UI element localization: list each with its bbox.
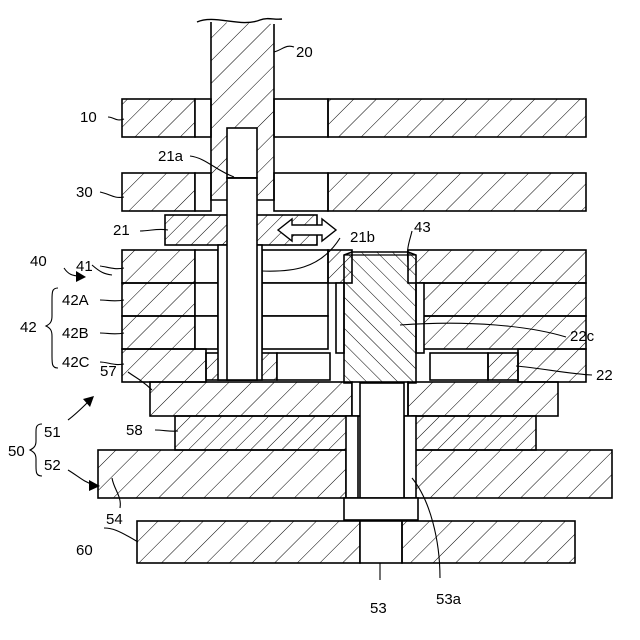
label-57: 57 bbox=[100, 363, 117, 380]
label-53a: 53a bbox=[436, 591, 462, 608]
label-21: 21 bbox=[113, 222, 130, 239]
label-21b: 21b bbox=[350, 229, 375, 246]
label-41: 41 bbox=[76, 258, 93, 275]
label-60: 60 bbox=[76, 542, 93, 559]
label-54: 54 bbox=[106, 511, 123, 528]
label-42B: 42B bbox=[62, 325, 89, 342]
label-22c: 22c bbox=[570, 328, 595, 345]
label-42: 42 bbox=[20, 319, 37, 336]
block-22c bbox=[336, 252, 424, 383]
label-10: 10 bbox=[80, 109, 97, 126]
label-51: 51 bbox=[44, 424, 61, 441]
plate-10 bbox=[122, 99, 586, 137]
label-53: 53 bbox=[370, 600, 387, 617]
label-58: 58 bbox=[126, 422, 143, 439]
label-42C: 42C bbox=[62, 354, 90, 371]
label-20: 20 bbox=[296, 44, 313, 61]
pin-21b bbox=[218, 178, 262, 380]
layer-57 bbox=[150, 382, 558, 416]
brace-50 bbox=[30, 424, 42, 476]
label-42A: 42A bbox=[62, 292, 89, 309]
label-52: 52 bbox=[44, 457, 61, 474]
brace-42 bbox=[46, 288, 58, 368]
label-43: 43 bbox=[414, 219, 431, 236]
plate-60 bbox=[137, 521, 575, 563]
label-30: 30 bbox=[76, 184, 93, 201]
label-40: 40 bbox=[30, 253, 47, 270]
label-22: 22 bbox=[596, 367, 613, 384]
label-50: 50 bbox=[8, 443, 25, 460]
label-21a: 21a bbox=[158, 148, 184, 165]
plate-30 bbox=[122, 173, 586, 211]
